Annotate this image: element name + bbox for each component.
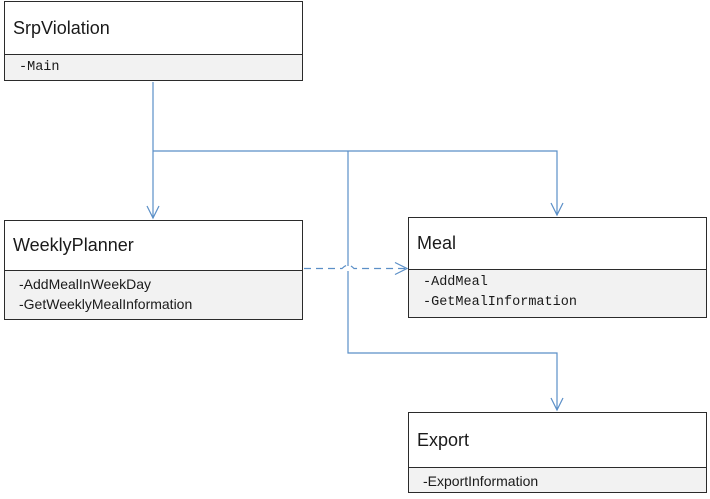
class-srpviolation[interactable]: SrpViolation -Main bbox=[4, 1, 303, 81]
members-export: -ExportInformation bbox=[409, 468, 706, 492]
arrowhead-export-icon bbox=[550, 397, 564, 412]
members-meal: -AddMeal -GetMealInformation bbox=[409, 270, 706, 317]
arrowhead-meal-icon bbox=[550, 202, 564, 217]
class-meal[interactable]: Meal -AddMeal -GetMealInformation bbox=[408, 217, 707, 318]
member-getmealinformation: -GetMealInformation bbox=[423, 295, 577, 310]
class-export[interactable]: Export -ExportInformation bbox=[408, 412, 707, 493]
connector-weeklyplanner-to-meal-dashed bbox=[304, 264, 407, 270]
connector-srp-to-export bbox=[347, 151, 558, 410]
member-main: -Main bbox=[19, 60, 60, 75]
class-name-srpviolation: SrpViolation bbox=[5, 2, 302, 55]
class-name-export: Export bbox=[409, 413, 706, 468]
class-name-weeklyplanner: WeeklyPlanner bbox=[5, 221, 302, 271]
class-weeklyplanner[interactable]: WeeklyPlanner -AddMealInWeekDay -GetWeek… bbox=[4, 220, 303, 320]
members-weeklyplanner: -AddMealInWeekDay -GetWeeklyMealInformat… bbox=[5, 271, 302, 319]
arrowhead-meal-dashed-icon bbox=[394, 261, 409, 276]
member-exportinformation: -ExportInformation bbox=[423, 473, 539, 489]
connector-srp-to-meal bbox=[153, 150, 558, 215]
arrowhead-weeklyplanner-icon bbox=[146, 205, 160, 220]
member-addmeal: -AddMeal bbox=[423, 275, 488, 290]
members-srpviolation: -Main bbox=[5, 55, 302, 80]
member-addmealinweekday: -AddMealInWeekDay bbox=[19, 276, 152, 292]
member-getweeklymealinformation: -GetWeeklyMealInformation bbox=[19, 296, 193, 312]
class-name-meal: Meal bbox=[409, 218, 706, 270]
